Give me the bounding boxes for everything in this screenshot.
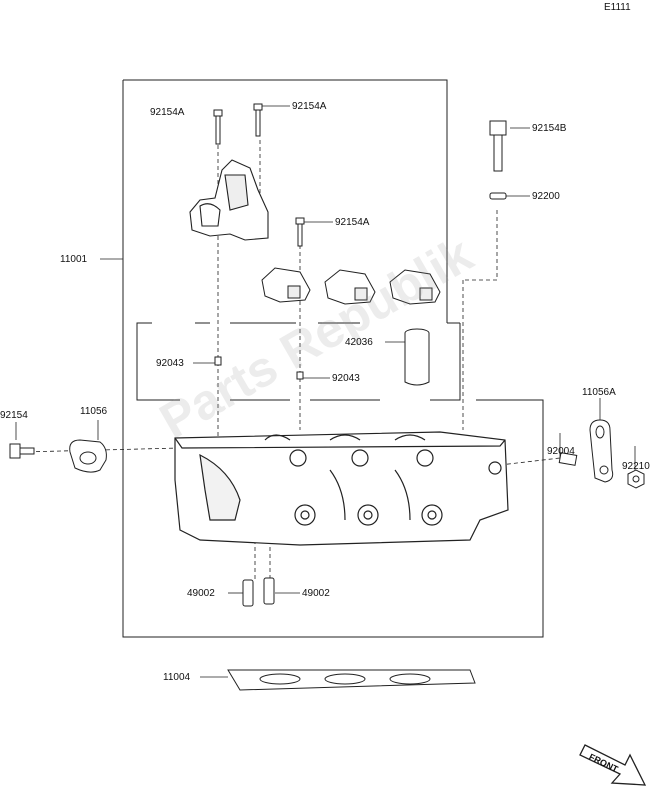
gasket-11004	[227, 669, 476, 691]
label-92154: 92154	[0, 410, 28, 421]
label-49002-1: 49002	[187, 588, 215, 599]
valve-guides-49002	[242, 577, 275, 607]
sleeve-42036	[404, 328, 430, 386]
nut-92210	[627, 469, 645, 489]
bracket-11056	[69, 439, 107, 473]
bolts	[213, 103, 507, 380]
label-92004: 92004	[547, 446, 575, 457]
stud-92004	[558, 452, 578, 466]
label-92154A-1: 92154A	[150, 107, 185, 118]
label-49002-2: 49002	[302, 588, 330, 599]
label-92210: 92210	[622, 461, 650, 472]
label-92043-1: 92043	[156, 358, 184, 369]
bolt-92154	[9, 443, 35, 459]
label-11004: 11004	[163, 672, 191, 683]
label-92200: 92200	[532, 191, 560, 202]
label-42036: 42036	[345, 337, 373, 348]
cam-caps	[261, 267, 441, 305]
diagram-code: E1111	[604, 2, 631, 13]
label-11056A: 11056A	[582, 387, 616, 398]
label-92154A-3: 92154A	[335, 217, 370, 228]
front-arrow-icon	[579, 744, 647, 786]
assembly-frame	[122, 79, 544, 638]
bracket-11056A	[589, 419, 614, 483]
label-92154A-2: 92154A	[292, 101, 327, 112]
label-11001: 11001	[60, 254, 88, 265]
camshaft-holder	[189, 159, 269, 241]
label-11056: 11056	[80, 406, 108, 417]
cylinder-head	[174, 431, 509, 546]
label-92043-2: 92043	[332, 373, 360, 384]
label-92154B: 92154B	[532, 123, 567, 134]
